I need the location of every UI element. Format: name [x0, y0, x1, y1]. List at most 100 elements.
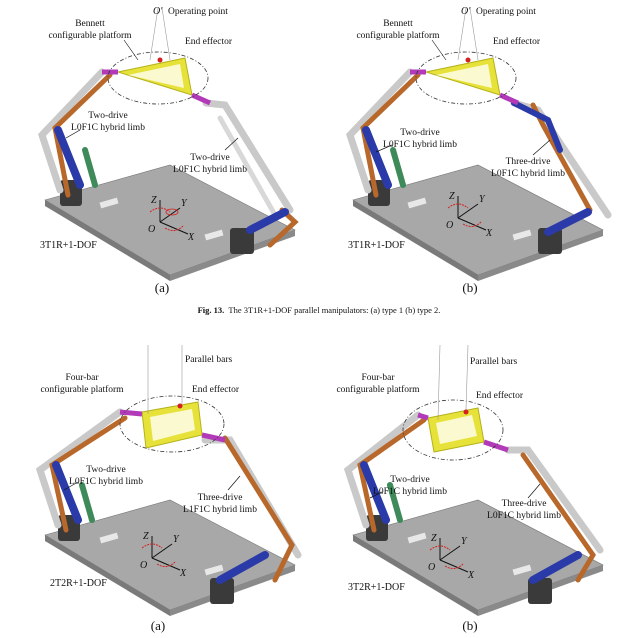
joint-magenta	[483, 439, 509, 453]
limb1-label-1: Two-drive	[86, 465, 125, 475]
limb2-label-1: Three-drive	[198, 493, 243, 503]
end-effector-label: End effector	[192, 384, 240, 395]
panel-bottom-b: Z Y X O Parallel bars Four-bar configura…	[328, 340, 628, 620]
operating-line	[457, 7, 467, 61]
oprime-label: O′	[153, 6, 163, 17]
platform-label-2: configurable platform	[336, 384, 420, 395]
limb-left-blue	[362, 126, 392, 189]
limb2-label-2: L0F1C hybrid limb	[173, 165, 247, 175]
limb-right-gray	[202, 99, 294, 214]
mechanism-figure-top-a: Z Y X O O′ Operating point Bennett confi…	[38, 6, 299, 281]
limb-right-blue-upper	[511, 100, 563, 153]
caption-fig-number: Fig. 13.	[197, 305, 225, 315]
base-slot	[512, 564, 532, 576]
leader-line	[123, 39, 139, 61]
limb-right-blue	[544, 208, 592, 236]
limb2-label-2: L1F1C hybrid limb	[183, 505, 257, 515]
end-effector-label: End effector	[493, 36, 541, 47]
platform-highlight-ellipse	[415, 51, 517, 105]
dof-label: 3T2R+1-DOF	[348, 582, 405, 593]
arrow-leader	[227, 475, 241, 491]
svg-text:X: X	[467, 570, 475, 581]
limb-left-blue	[54, 126, 84, 189]
dof-label: 3T1R+1-DOF	[348, 240, 405, 251]
parallel-bars-label: Parallel bars	[185, 355, 233, 365]
joint-magenta	[201, 432, 226, 443]
limb1-label-1: Two-drive	[390, 475, 429, 485]
svg-text:Y: Y	[181, 198, 188, 209]
dof-label: 2T2R+1-DOF	[50, 578, 107, 589]
limb1-label-2: L0F1C hybrid limb	[69, 477, 143, 487]
limb-left-gray	[346, 68, 414, 194]
arrow-leader	[369, 491, 383, 499]
svg-text:Z: Z	[431, 533, 437, 544]
end-effector-label: End effector	[476, 390, 524, 401]
subfigure-label-b: (b)	[462, 280, 478, 295]
limb-left-blue	[52, 461, 82, 524]
panel-top-b: Z Y X O O′ Operating point Bennett confi…	[328, 0, 628, 285]
caption-text: The 3T1R+1-DOF parallel manipulators: (a…	[228, 305, 441, 315]
limb2-label-1: Three-drive	[506, 157, 551, 167]
dof-label: 3T1R+1-DOF	[40, 240, 97, 251]
joint-magenta	[119, 409, 143, 417]
subfigure-label-a: (a)	[154, 280, 170, 295]
motor	[230, 228, 254, 254]
limb-left-gray	[35, 408, 124, 529]
platform-hole	[150, 409, 195, 441]
base-slot	[204, 564, 224, 576]
svg-text:Y: Y	[173, 534, 180, 545]
coordinate-frame: Z Y X O	[148, 195, 195, 243]
base-slot	[204, 229, 224, 241]
base-slot	[99, 197, 119, 209]
platform-highlight-ellipse	[119, 395, 225, 453]
mechanism-figure-bottom-a: Z Y X O Parallel bars Four-bar configura…	[35, 345, 302, 616]
platform-label-2: configurable platform	[356, 30, 440, 41]
svg-text:Z: Z	[151, 195, 157, 206]
joint-magenta	[417, 412, 429, 421]
figure-caption: Fig. 13. The 3T1R+1-DOF parallel manipul…	[0, 305, 638, 315]
platform-label-2: configurable platform	[40, 384, 124, 395]
coordinate-frame: Z Y X O	[446, 191, 493, 239]
platform-hole	[128, 64, 184, 88]
base-plate-edge	[45, 535, 170, 616]
limb2-label-1: Two-drive	[190, 153, 229, 163]
joint-green	[387, 482, 403, 523]
coordinate-frame: Z Y X O	[140, 531, 187, 579]
platform-hole	[436, 415, 477, 444]
joint-green	[79, 482, 95, 523]
arrow-leader	[63, 481, 79, 491]
svg-text:X: X	[485, 228, 493, 239]
svg-text:Y: Y	[461, 536, 468, 547]
motor	[538, 228, 562, 254]
svg-text:O: O	[446, 220, 453, 231]
limb-left-gray	[38, 68, 106, 194]
svg-text:Z: Z	[449, 191, 455, 202]
limb1-label-1: Two-drive	[88, 111, 127, 121]
platform-label-1: Four-bar	[65, 373, 99, 383]
end-effector-marker	[463, 409, 469, 415]
arrow-leader	[532, 139, 551, 156]
joint-green	[82, 147, 98, 188]
svg-text:O: O	[148, 224, 155, 235]
base-slot	[407, 197, 427, 209]
limb2-label-1: Three-drive	[502, 499, 547, 509]
operating-line	[469, 7, 479, 61]
base-plate-edge	[45, 200, 170, 281]
svg-text:O: O	[140, 560, 147, 571]
platform-highlight-ellipse	[107, 51, 209, 105]
limb-right-gray2	[217, 115, 278, 218]
base-plate-edge	[353, 200, 478, 281]
joint-green	[390, 147, 406, 188]
arrow-leader	[527, 483, 541, 499]
limb2-label-2: L0F1C hybrid limb	[487, 511, 561, 521]
platform-highlight-ellipse	[402, 399, 504, 461]
base-plate-edge	[170, 230, 295, 281]
oprime-label: O′	[461, 6, 471, 17]
operating-point-label: Operating point	[476, 7, 536, 17]
platform-label-1: Four-bar	[361, 373, 395, 383]
base-slot	[512, 229, 532, 241]
limb-right-blue	[529, 551, 582, 584]
operating-point-label: Operating point	[168, 7, 228, 17]
base-slot	[99, 532, 119, 544]
limb1-label-2: L0F1C hybrid limb	[71, 123, 145, 133]
